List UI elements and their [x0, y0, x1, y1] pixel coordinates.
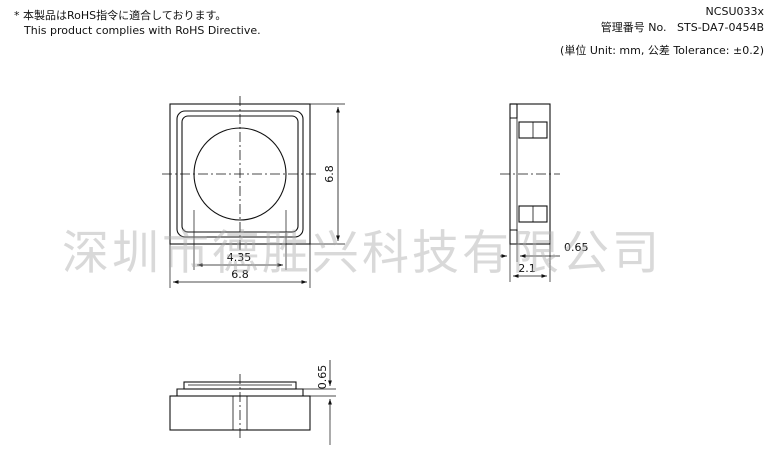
units-tolerance: (単位 Unit: mm, 公差 Tolerance: ±0.2): [560, 44, 764, 57]
dim-lens-width-label: 4.35: [227, 251, 252, 264]
dim-front-thickness-label: 0.65: [316, 365, 329, 390]
dim-side-thickness-label: 0.65: [564, 241, 589, 254]
front-center-pad: [232, 395, 248, 431]
part-number: NCSU033x: [705, 5, 764, 18]
front-view: [169, 360, 336, 445]
document-number: STS-DA7-0454B: [677, 21, 764, 34]
top-view: [162, 96, 345, 288]
dim-top-height-label: 6.8: [323, 165, 336, 183]
company-watermark: 深圳市德胜兴科技有限公司: [62, 226, 662, 281]
side-view: [500, 103, 560, 282]
document-number-line: 管理番号 No. STS-DA7-0454B: [601, 21, 764, 34]
rohs-note-en: This product complies with RoHS Directiv…: [24, 24, 261, 37]
dim-top-width-label: 6.8: [231, 268, 249, 281]
dim-side-width-label: 2.1: [518, 262, 536, 275]
document-number-label: 管理番号 No.: [600, 21, 667, 34]
rohs-note-jp: * 本製品はRoHS指令に適合しております。: [14, 9, 227, 22]
